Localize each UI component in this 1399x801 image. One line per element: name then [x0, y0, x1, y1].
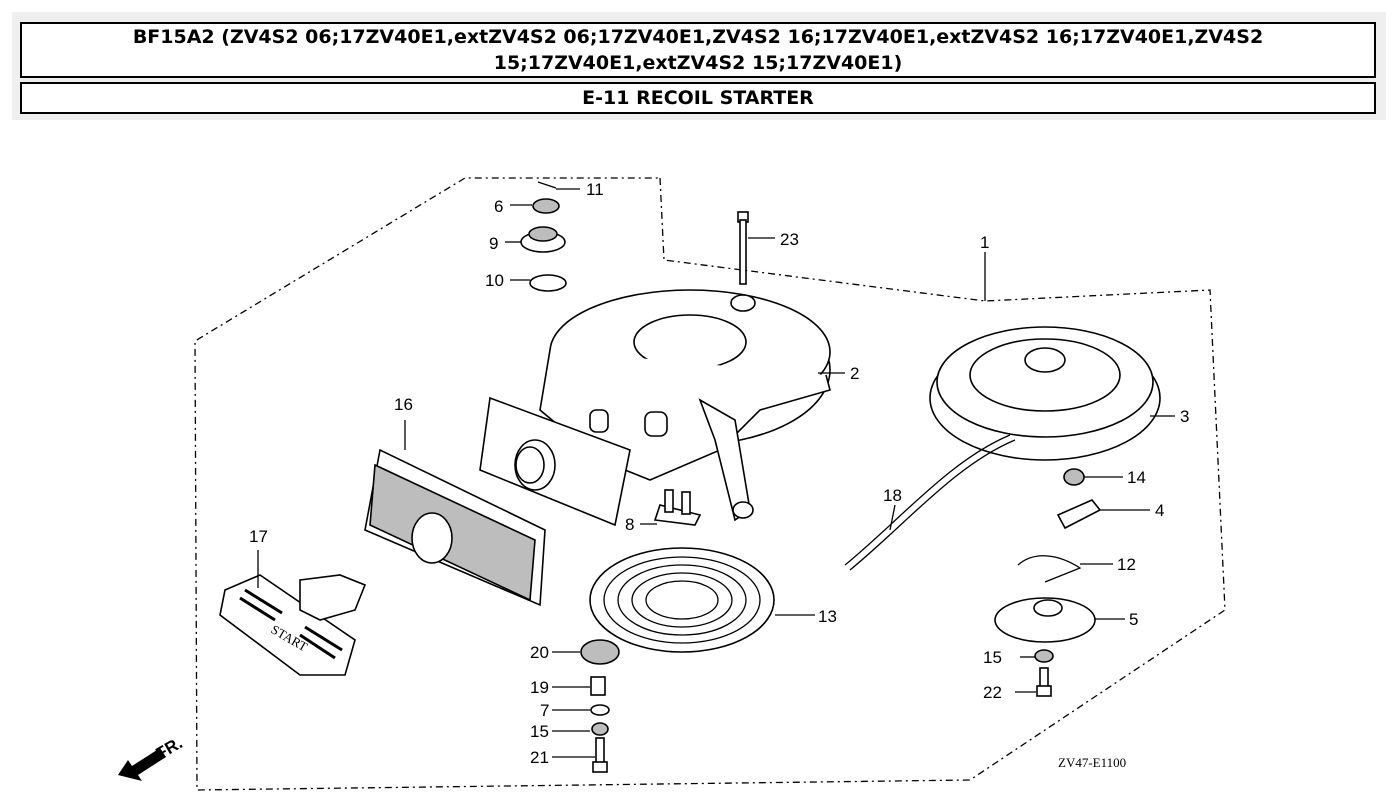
callout-22: 22 [983, 683, 1002, 702]
callout-11: 11 [586, 180, 604, 199]
cam-9 [520, 226, 566, 253]
callout-21: 21 [530, 748, 549, 767]
spring-14 [1063, 468, 1085, 486]
front-arrow-icon: FR. [118, 733, 186, 781]
parts-diagram: START [118, 177, 1226, 791]
callout-15-left: 15 [530, 722, 549, 741]
header-panel: BF15A2 (ZV4S2 06;17ZV40E1,extZV4S2 06;17… [12, 12, 1386, 120]
callout-2: 2 [850, 364, 859, 383]
callout-18: 18 [883, 486, 902, 505]
callout-20: 20 [530, 643, 549, 662]
callout-3: 3 [1180, 407, 1189, 426]
washer-15a [591, 722, 609, 736]
rope-guide-plate [479, 396, 631, 527]
rope-guide-16 [364, 448, 546, 607]
washer-7 [590, 704, 610, 716]
starter-case [539, 289, 831, 522]
callout-15-right: 15 [983, 648, 1002, 667]
starter-handle-17: START [219, 574, 367, 676]
drawing-code: ZV47-E1100 [1058, 755, 1126, 770]
callout-4: 4 [1155, 501, 1164, 520]
ratchet-4 [1056, 499, 1102, 530]
section-title: E-11 RECOIL STARTER [20, 82, 1376, 114]
assembly-outline [194, 177, 1226, 791]
bolt-23 [737, 211, 749, 285]
clip-12 [1017, 555, 1082, 583]
model-title: BF15A2 (ZV4S2 06;17ZV40E1,extZV4S2 06;17… [20, 22, 1376, 78]
pin-11 [537, 181, 557, 189]
callout-19: 19 [530, 678, 549, 697]
callout-5: 5 [1129, 610, 1138, 629]
callout-7: 7 [540, 701, 549, 720]
leader-lines [257, 188, 1175, 758]
bolt-22 [1036, 667, 1052, 697]
callout-23: 23 [780, 230, 799, 249]
callout-10: 10 [485, 271, 504, 290]
callout-14: 14 [1127, 468, 1146, 487]
reel-3 [844, 326, 1161, 571]
callout-6: 6 [494, 197, 503, 216]
recoil-spring-13 [589, 547, 775, 653]
callout-1: 1 [980, 233, 989, 252]
callout-13: 13 [818, 607, 837, 626]
washer-6 [532, 198, 560, 214]
callout-9: 9 [489, 234, 498, 253]
bushing-20 [580, 639, 620, 665]
collar-part-8 [653, 489, 702, 526]
bolt-21 [592, 737, 608, 773]
callout-16: 16 [394, 395, 413, 414]
callout-12: 12 [1117, 555, 1136, 574]
spring-10 [529, 274, 567, 292]
collar-19 [590, 676, 606, 696]
washer-15b [1034, 649, 1054, 663]
callout-8: 8 [625, 515, 634, 534]
callout-17: 17 [249, 527, 268, 546]
friction-plate-5 [994, 597, 1096, 643]
